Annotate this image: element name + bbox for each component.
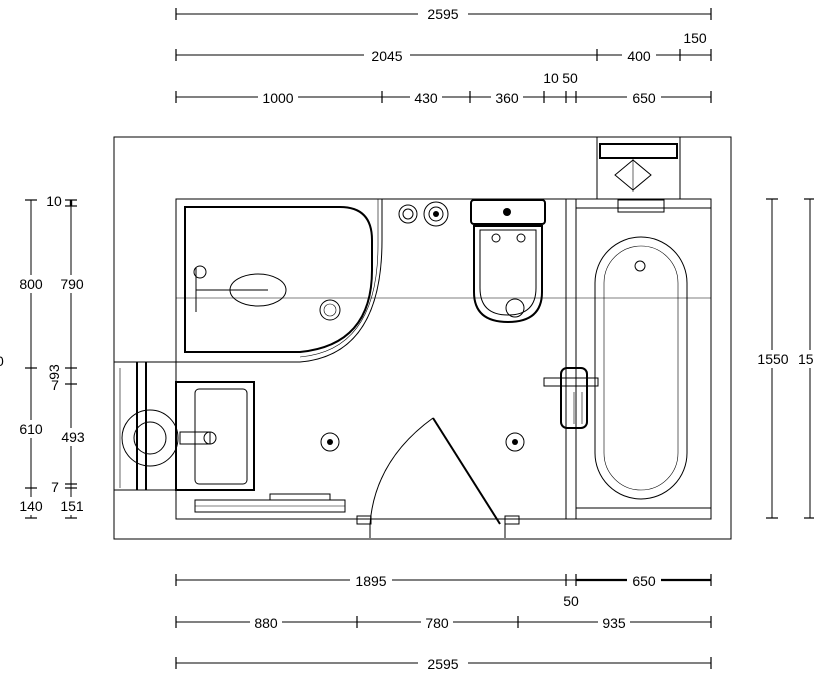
dim-bottom-935: 935 — [602, 615, 626, 631]
dim-top-430: 430 — [414, 90, 438, 106]
dim-bottom-650: 650 — [632, 573, 656, 589]
right-dimension-lines: 1550 15 — [756, 198, 814, 519]
dim-left-7b: 7 — [51, 479, 59, 495]
outer-wall — [113, 136, 732, 540]
dim-left-cut: 0 — [0, 353, 4, 369]
dim-left-790: 790 — [60, 276, 84, 292]
left-dimension-lines: 800 610 140 0 10 790 93 7 493 7 151 — [0, 193, 90, 519]
dim-top-overall: 2595 — [427, 6, 458, 22]
dim-top-400: 400 — [627, 48, 651, 64]
dim-top-1000: 1000 — [262, 90, 293, 106]
toilet — [470, 199, 546, 324]
tap — [269, 493, 331, 501]
dim-bottom-780: 780 — [425, 615, 449, 631]
dim-top-50: 50 — [562, 70, 578, 86]
floor-drain — [320, 432, 340, 452]
dim-top-150: 150 — [683, 30, 707, 46]
dim-top-360: 360 — [495, 90, 519, 106]
dim-left-93: 93 — [46, 364, 62, 380]
bottom-dimension-lines: 1895 650 50 880 780 935 2595 — [175, 572, 712, 672]
inner-room-outline — [175, 198, 712, 520]
tap-2 — [194, 499, 346, 513]
dim-bottom-50: 50 — [563, 593, 579, 609]
top-dimension-lines: 2595 2045 400 150 1000 430 360 10 50 650 — [175, 5, 712, 106]
dim-left-493: 493 — [61, 429, 85, 445]
wall-heater — [543, 367, 599, 429]
walls — [113, 136, 732, 540]
bathtub — [575, 199, 712, 509]
basin-round — [398, 204, 418, 224]
dim-left-151: 151 — [60, 498, 84, 514]
dim-top-10: 10 — [543, 70, 559, 86]
dim-top-2045: 2045 — [371, 48, 402, 64]
dim-right-1550: 1550 — [757, 351, 788, 367]
dim-left-10: 10 — [46, 193, 62, 209]
dim-bottom-overall: 2595 — [427, 656, 458, 672]
quadrant-shower — [175, 198, 383, 363]
dim-left-800: 800 — [19, 276, 43, 292]
dim-bottom-1895: 1895 — [355, 573, 386, 589]
washbasin-vanity — [121, 381, 255, 491]
dim-top-650: 650 — [632, 90, 656, 106]
door — [356, 417, 520, 538]
dim-left-7a: 7 — [51, 377, 59, 393]
towel-radiator — [614, 158, 652, 192]
dim-left-140: 140 — [19, 498, 43, 514]
dim-right-15: 15 — [798, 351, 814, 367]
floor-drain-2 — [505, 432, 525, 452]
dim-left-610: 610 — [19, 421, 43, 437]
basin-round-2 — [423, 201, 449, 227]
dim-bottom-880: 880 — [254, 615, 278, 631]
